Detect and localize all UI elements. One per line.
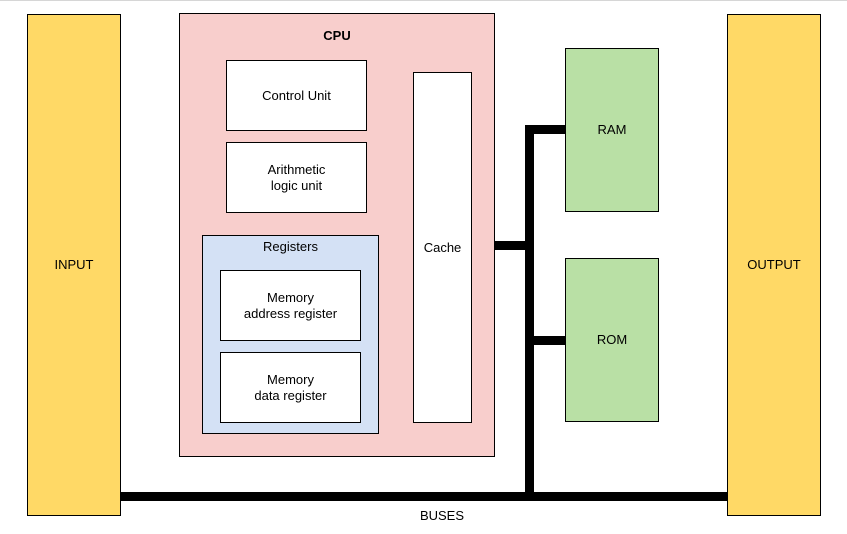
memory-address-register-label: Memory address register <box>243 289 338 321</box>
input-block: INPUT <box>27 14 121 516</box>
memory-address-register-block: Memory address register <box>220 270 361 341</box>
output-label: OUTPUT <box>747 257 801 272</box>
alu-label: Arithmetic logic unit <box>267 161 326 193</box>
bus-cache-connector <box>495 241 525 250</box>
control-unit-label: Control Unit <box>262 87 331 103</box>
cpu-title: CPU <box>323 28 351 43</box>
memory-data-register-block: Memory data register <box>220 352 361 423</box>
bus-vertical <box>525 125 534 501</box>
cache-block: Cache <box>413 72 472 423</box>
rom-label: ROM <box>596 332 628 347</box>
rom-block: ROM <box>565 258 659 422</box>
output-block: OUTPUT <box>727 14 821 516</box>
top-border <box>0 0 847 1</box>
bus-rom-connector <box>525 336 565 345</box>
alu-block: Arithmetic logic unit <box>226 142 367 213</box>
ram-block: RAM <box>565 48 659 212</box>
cache-label: Cache <box>423 239 462 255</box>
bus-horizontal <box>121 492 727 501</box>
buses-label: BUSES <box>419 508 465 523</box>
bus-ram-connector <box>525 125 565 134</box>
ram-label: RAM <box>597 122 627 137</box>
registers-title: Registers <box>263 239 318 254</box>
control-unit-block: Control Unit <box>226 60 367 131</box>
input-label: INPUT <box>54 257 94 272</box>
memory-data-register-label: Memory data register <box>254 371 327 403</box>
